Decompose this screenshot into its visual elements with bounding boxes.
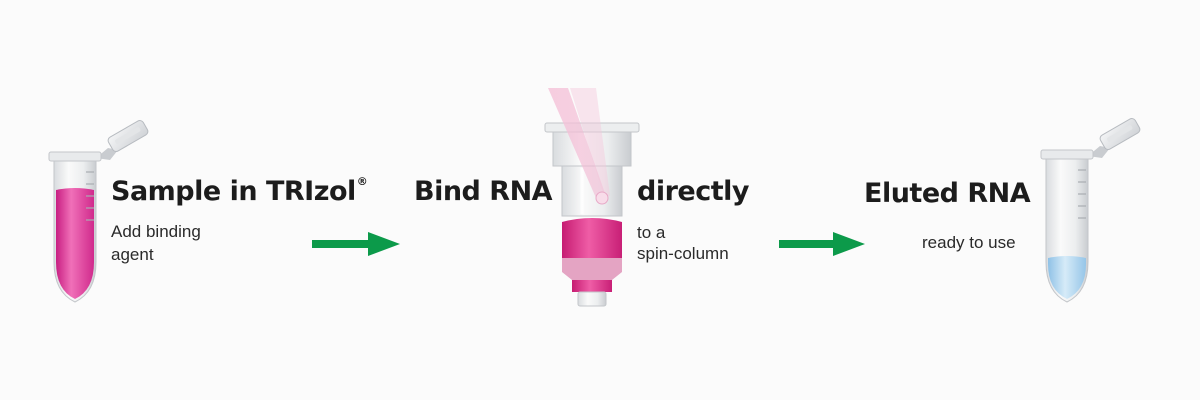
step-2-title: Bind RNA	[414, 176, 553, 207]
step-2-subtitle-line-1: to a	[637, 223, 666, 242]
sample-tube-icon	[48, 120, 149, 303]
pipette-tip-icon	[548, 88, 610, 205]
arrow-right-icon	[312, 232, 400, 256]
step-1-title-text: Sample in TRIzol	[111, 176, 356, 207]
registered-mark: ®	[356, 175, 368, 188]
step-2-title-right: directly	[637, 176, 749, 207]
step-3-subtitle-line-1: ready to use	[922, 233, 1016, 252]
arrow-right-icon	[779, 232, 865, 256]
eluted-tube-icon	[1040, 118, 1141, 303]
step-1-subtitle-line-2: agent	[111, 245, 154, 264]
step-3-title: Eluted RNA	[864, 178, 1031, 209]
step-1-subtitle-line-1: Add binding	[111, 222, 201, 241]
step-1-title: Sample in TRIzol®	[111, 175, 368, 207]
step-2-subtitle-line-2: spin-column	[637, 244, 729, 263]
